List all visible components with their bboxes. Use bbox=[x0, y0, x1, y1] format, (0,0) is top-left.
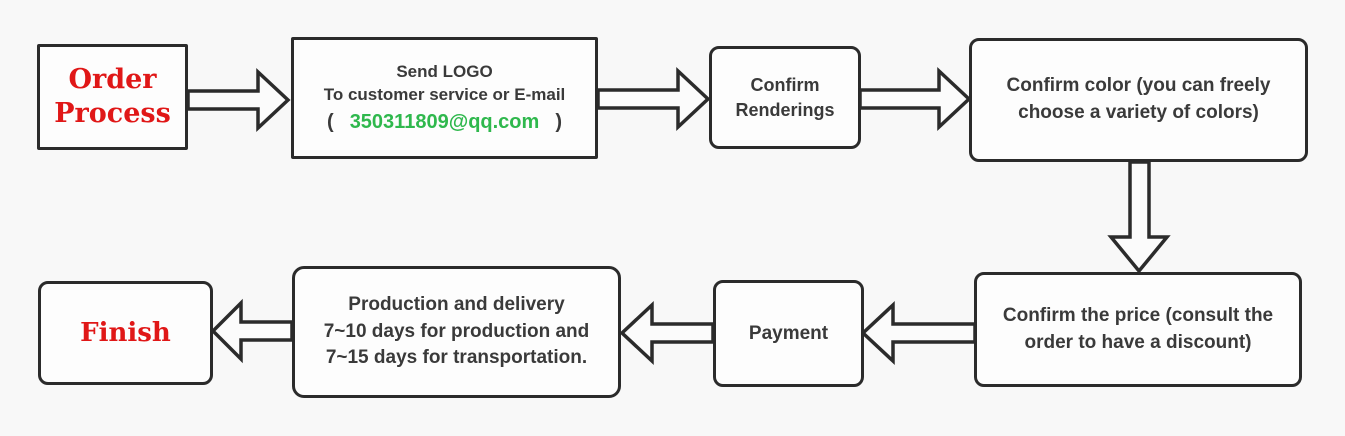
confirm-renderings-line2: Renderings bbox=[735, 99, 835, 120]
email-address: 350311809@qq.com bbox=[349, 110, 540, 133]
arrow-right-icon bbox=[596, 66, 711, 132]
arrow-down-icon bbox=[1107, 160, 1171, 274]
node-production-delivery: Production and delivery 7~10 days for pr… bbox=[292, 266, 621, 398]
node-payment: Payment bbox=[713, 280, 864, 387]
node-order-process: Order Process bbox=[37, 44, 188, 150]
order-process-title-line1: Order bbox=[68, 64, 157, 96]
production-line1: Production and delivery bbox=[348, 294, 565, 316]
confirm-color-line2: choose a variety of colors) bbox=[1018, 102, 1259, 123]
node-finish: Finish bbox=[38, 281, 213, 385]
production-line3: 7~15 days for transportation. bbox=[325, 347, 588, 369]
arrow-left-icon bbox=[860, 300, 977, 366]
email-line: ( 350311809@qq.com ) bbox=[327, 109, 562, 137]
confirm-price-line2: order to have a discount) bbox=[1024, 331, 1252, 353]
arrow-left-icon bbox=[619, 300, 715, 366]
order-process-title-line2: Process bbox=[54, 98, 171, 129]
arrow-right-icon bbox=[186, 67, 291, 133]
node-confirm-color: Confirm color (you can freely choose a v… bbox=[969, 38, 1308, 162]
production-line2: 7~10 days for production and bbox=[323, 320, 590, 342]
arrow-left-icon bbox=[210, 298, 294, 364]
finish-label: Finish bbox=[80, 317, 171, 348]
confirm-color-line1: Confirm color (you can freely bbox=[1006, 75, 1271, 97]
confirm-renderings-line1: Confirm bbox=[750, 75, 820, 96]
confirm-price-line1: Confirm the price (consult the bbox=[1002, 304, 1274, 326]
paren-close: ) bbox=[555, 110, 562, 133]
send-logo-line1: Send LOGO bbox=[396, 61, 493, 81]
arrow-right-icon bbox=[858, 66, 972, 132]
send-logo-line2: To customer service or E-mail bbox=[323, 85, 566, 105]
payment-label: Payment bbox=[748, 322, 829, 344]
node-confirm-renderings: Confirm Renderings bbox=[709, 46, 861, 149]
node-send-logo: Send LOGO To customer service or E-mail … bbox=[291, 37, 598, 159]
node-confirm-price: Confirm the price (consult the order to … bbox=[974, 272, 1302, 387]
paren-open: ( bbox=[327, 110, 334, 133]
